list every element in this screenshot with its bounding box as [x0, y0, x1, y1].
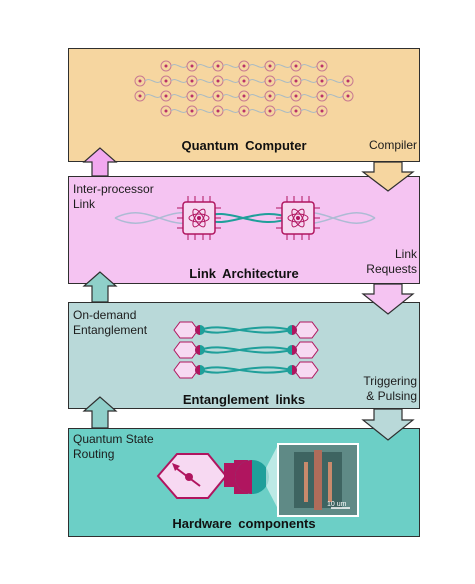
inter-processor-link-label: Inter-processor Link — [73, 182, 154, 212]
quantum-state-routing-label: Quantum State Routing — [73, 432, 154, 462]
triggering-pulsing-label: Triggering & Pulsing — [363, 374, 417, 404]
hardware-components-title: Hardware components — [172, 516, 316, 531]
quantum-computer-title: Quantum Computer — [181, 138, 307, 153]
entanglement-links-layer: Entanglement links — [68, 302, 420, 409]
compiler-label: Compiler — [369, 138, 417, 153]
scale-bar-label: 10 um — [327, 501, 347, 508]
triggering-pulsing-text: Triggering & Pulsing — [363, 374, 417, 403]
quantum-computer-layer: Quantum Computer — [68, 48, 420, 162]
link-architecture-title: Link Architecture — [189, 266, 299, 281]
quantum-state-routing-text: Quantum State Routing — [73, 432, 154, 461]
link-requests-text: Link Requests — [366, 247, 417, 276]
inter-processor-link-text: Inter-processor Link — [73, 182, 154, 211]
link-architecture-layer: Link Architecture — [68, 176, 420, 284]
entanglement-links-title: Entanglement links — [182, 392, 306, 407]
on-demand-entanglement-text: On-demand Entanglement — [73, 308, 148, 337]
on-demand-entanglement-label: On-demand Entanglement — [73, 308, 147, 338]
link-requests-label: Link Requests — [366, 247, 417, 277]
compiler-text: Compiler — [368, 138, 417, 152]
